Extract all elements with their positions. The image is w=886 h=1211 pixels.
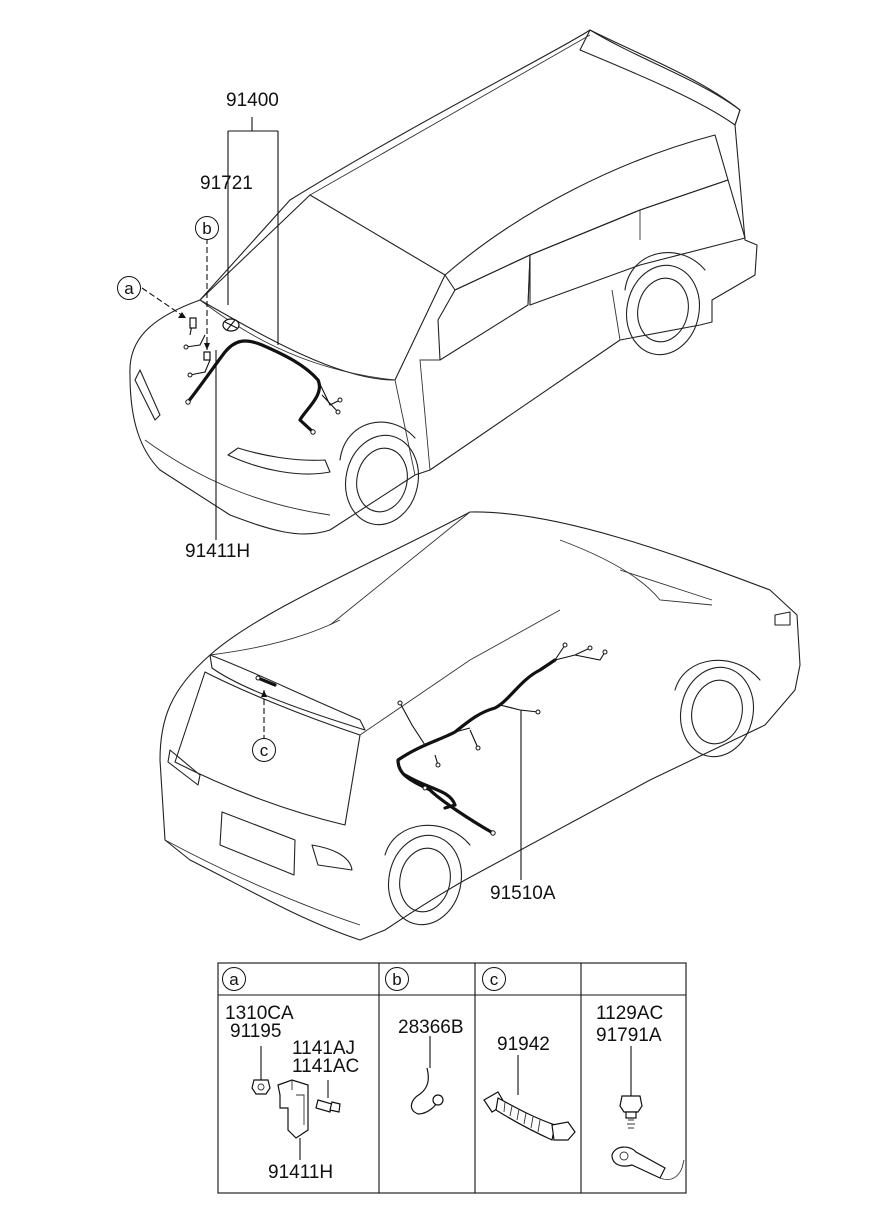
callout-91721: 91721	[200, 173, 253, 194]
table-header-a: a	[222, 967, 246, 991]
detail-marker-b: b	[195, 216, 219, 240]
part-1310ca: 1310CA	[225, 1003, 294, 1024]
top-leaders	[141, 117, 279, 540]
part-91195: 91195	[230, 1021, 282, 1042]
callout-91400: 91400	[226, 90, 279, 111]
rear-vehicle-illustration	[159, 511, 801, 941]
tailgate-harness-wire	[396, 658, 557, 835]
detail-marker-a: a	[117, 276, 141, 300]
bottom-leaders	[261, 690, 522, 880]
callout-91411h: 91411H	[185, 541, 251, 562]
detail-b-parts	[410, 1036, 444, 1115]
roof-harness-wire	[186, 339, 322, 434]
part-28366b: 28366B	[398, 1017, 464, 1038]
table-header-c: c	[482, 967, 506, 991]
detail-marker-c: c	[252, 738, 276, 762]
part-1141aj: 1141AJ	[292, 1038, 356, 1059]
detail-d-parts	[611, 1046, 685, 1180]
detail-a-parts	[251, 1046, 341, 1160]
part-91942: 91942	[497, 1034, 550, 1055]
detail-table-frame	[217, 962, 687, 1194]
part-1129ac: 1129AC	[596, 1003, 664, 1024]
front-vehicle-illustration	[129, 29, 758, 535]
part-91411h: 91411H	[268, 1162, 334, 1183]
part-1141ac: 1141AC	[292, 1056, 360, 1077]
callout-91510a: 91510A	[490, 883, 556, 904]
table-header-b: b	[385, 967, 409, 991]
detail-c-parts	[483, 1055, 576, 1141]
part-91791a: 91791A	[596, 1025, 662, 1046]
